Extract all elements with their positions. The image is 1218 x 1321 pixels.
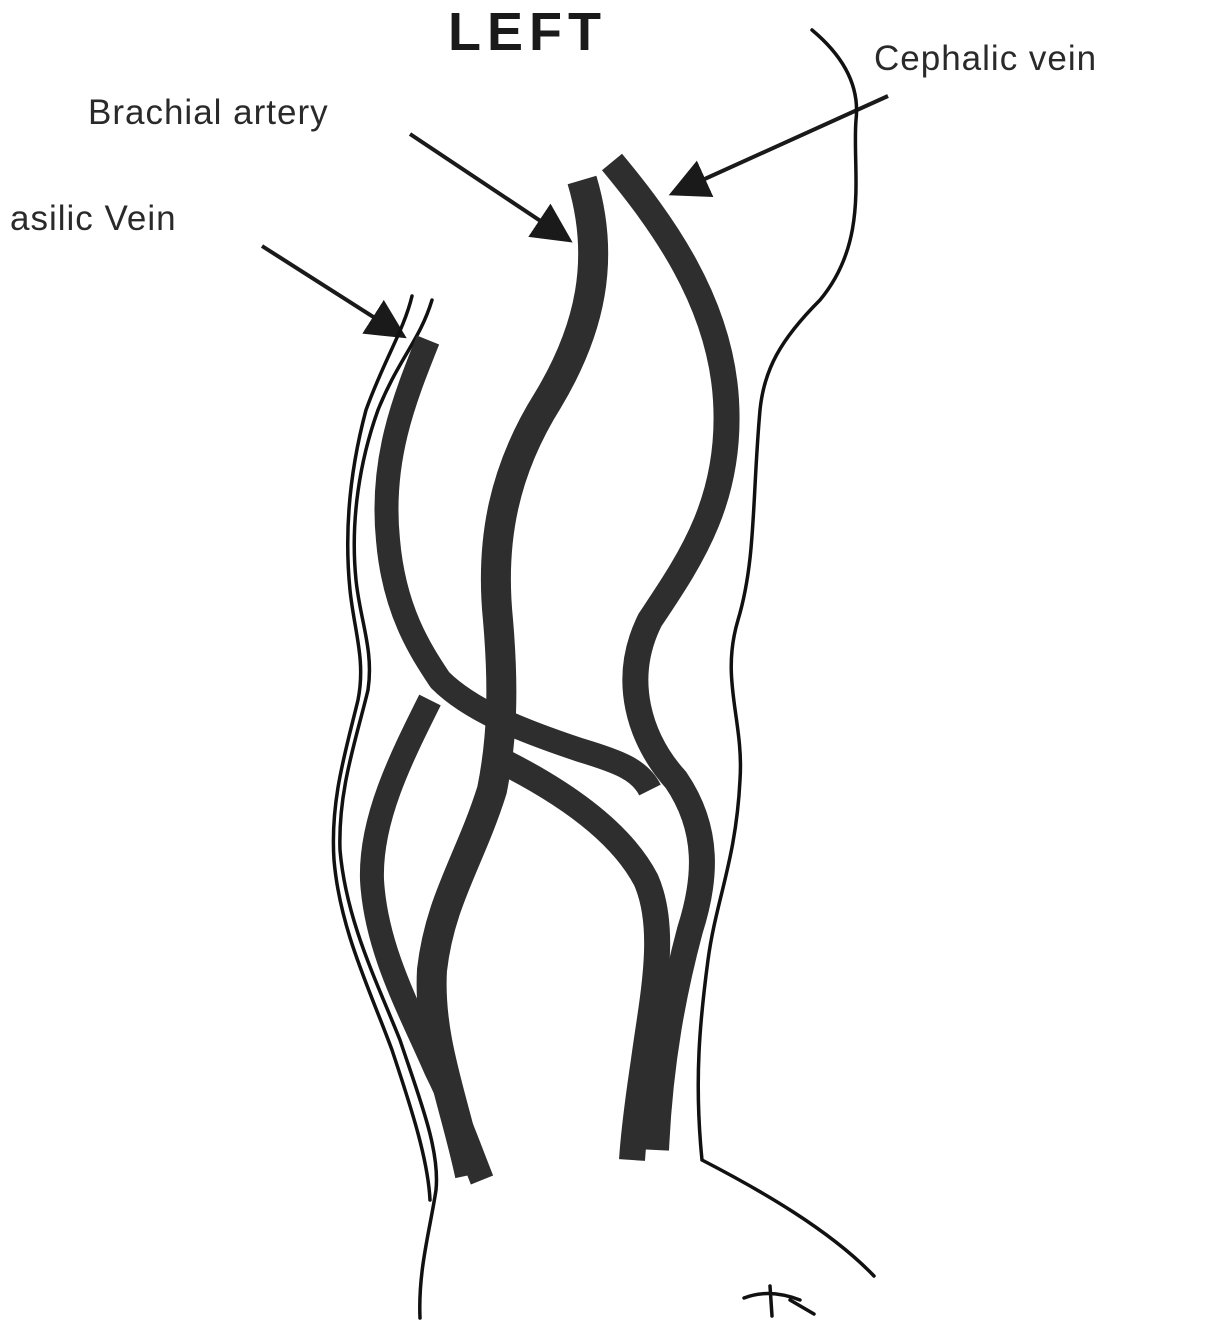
diagram-title: LEFT (448, 2, 607, 62)
arm-outline-lateral (698, 30, 874, 1276)
cephalic-vein (612, 162, 727, 1150)
brachial-artery-pointer (410, 134, 566, 238)
brachial-artery (432, 180, 594, 1175)
basilic-vein-pointer (262, 246, 400, 334)
basilic-vein-label: asilic Vein (10, 199, 177, 238)
brachial-artery-radial-branch (500, 760, 657, 1160)
cephalic-vein-label: Cephalic vein (874, 39, 1097, 78)
elbow-mark (744, 1286, 814, 1316)
brachial-artery-label: Brachial artery (88, 93, 329, 132)
